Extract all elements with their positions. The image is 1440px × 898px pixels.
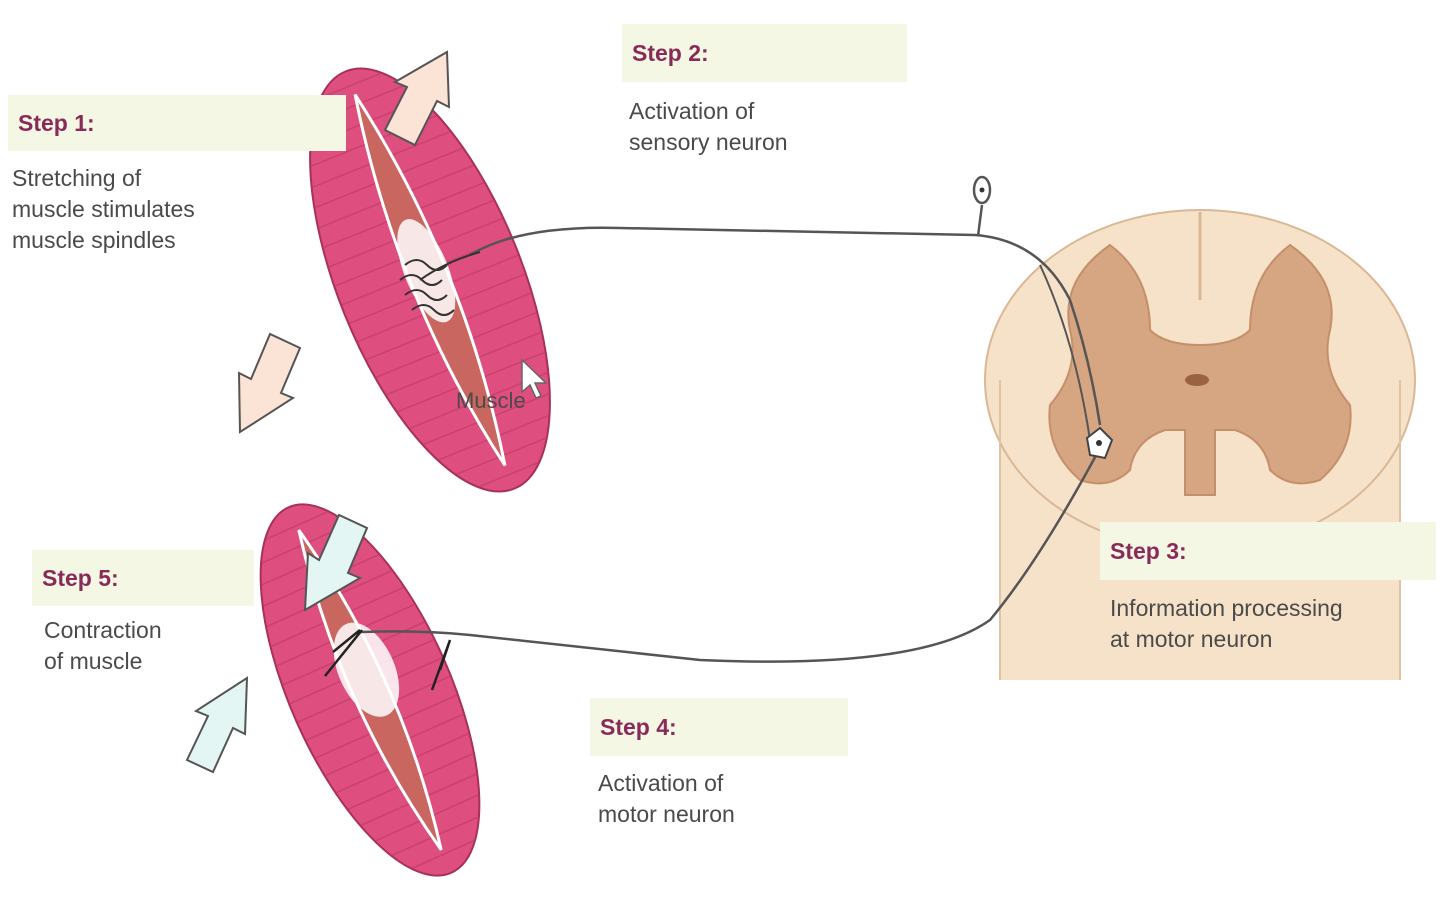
step-5-description: Contraction of muscle xyxy=(44,617,162,674)
central-canal xyxy=(1185,374,1209,386)
mouse-cursor-icon xyxy=(521,358,548,399)
step-2-title: Step 2: xyxy=(622,24,907,82)
stretch-arrow-up-icon xyxy=(383,50,451,147)
stretched-muscle xyxy=(309,67,551,493)
contract-arrow-out-icon xyxy=(185,676,249,774)
step-4-description: Activation of motor neuron xyxy=(598,770,735,827)
step-3-title: Step 3: xyxy=(1100,522,1436,580)
step-1-description: Stretching of muscle stimulates muscle s… xyxy=(12,165,195,253)
step-4-title: Step 4: xyxy=(590,698,848,756)
stretch-arrow-down-icon xyxy=(237,332,302,434)
sensory-neuron xyxy=(399,175,1102,441)
muscle-label: Muscle xyxy=(456,388,526,413)
contract-arrow-in-icon xyxy=(303,513,369,612)
step-2-description: Activation of sensory neuron xyxy=(629,98,788,155)
step-5-title: Step 5: xyxy=(32,550,254,606)
gray-matter xyxy=(1048,243,1352,496)
step-3-description: Information processing at motor neuron xyxy=(1110,595,1343,652)
motor-neuron xyxy=(324,426,1114,691)
contracted-muscle xyxy=(259,503,481,877)
step-1-title: Step 1: xyxy=(8,95,346,151)
